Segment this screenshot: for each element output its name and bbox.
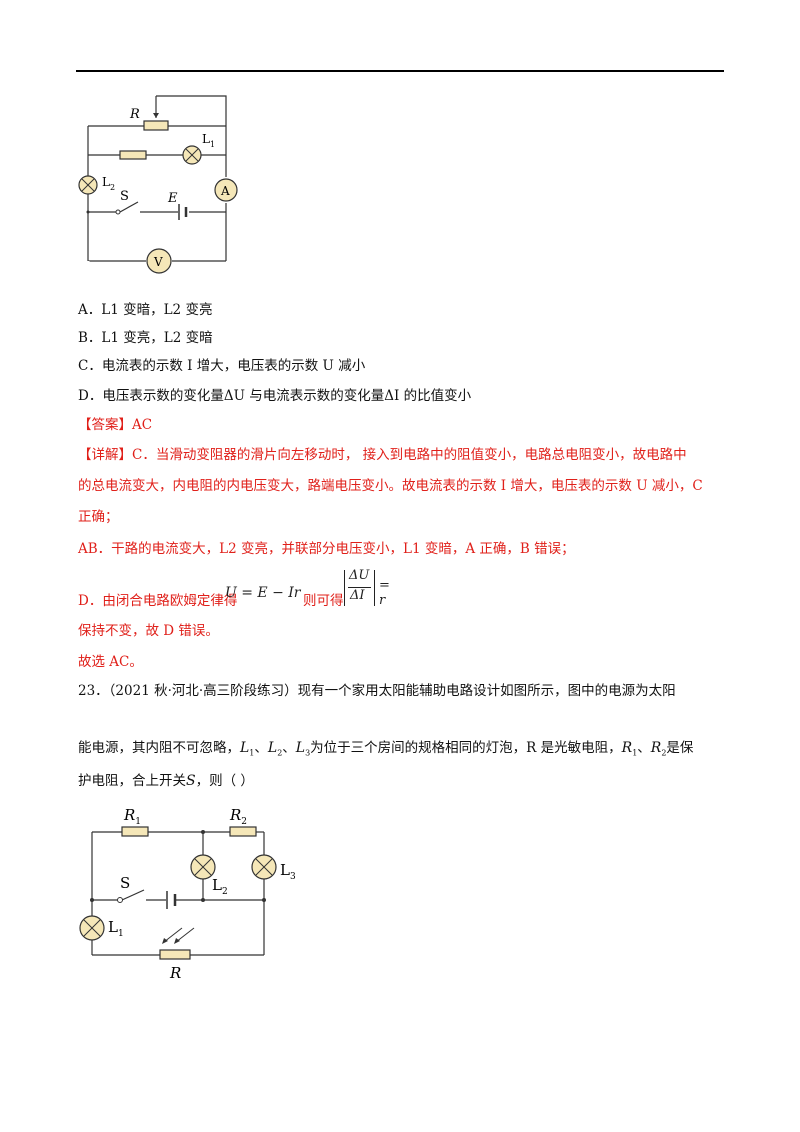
ammeter-icon: [214, 178, 238, 202]
option-b: B．L1 变亮，L2 变暗: [78, 330, 213, 346]
label-l2: L2: [102, 175, 115, 192]
rheostat-r: [143, 120, 169, 131]
resistor-branch: [119, 150, 147, 160]
formula-ratio-den: ΔI: [350, 588, 365, 603]
answer: 【答案】AC: [78, 417, 153, 433]
detail-line-6: 保持不变，故 D 错误。: [78, 623, 219, 639]
label-l1: L1: [202, 132, 215, 149]
q23-line-1: 23．（2021 秋·河北·高三阶段练习）现有一个家用太阳能辅助电路设计如图所示…: [78, 683, 676, 699]
header-rule: [76, 70, 724, 72]
bulb-l1-icon: [182, 145, 202, 165]
bulb-l3-icon: [251, 854, 277, 880]
formula-ratio-num: ΔU: [349, 568, 370, 583]
photoresistor-r-icon: [159, 927, 195, 960]
resistor-r1: [121, 826, 149, 837]
q23-line-3: 护电阻，合上开关S，则（ ）: [78, 773, 254, 789]
label-e: E: [167, 191, 178, 206]
label-r: R: [169, 964, 181, 982]
option-a: A．L1 变暗，L2 变亮: [78, 302, 213, 318]
label-s: S: [120, 874, 130, 892]
resistor-r2: [229, 826, 257, 837]
circuit-diagram-2: R1 R2 S L2 L3 L1 R: [79, 806, 296, 982]
voltmeter-icon: [146, 248, 172, 274]
formula-ohm: U = E − Ir: [225, 585, 301, 601]
label-s: S: [120, 189, 129, 204]
detail-line-1: 【详解】C．当滑动变阻器的滑片向左移动时， 接入到电路中的阻值变小，电路总电阻变…: [78, 447, 687, 463]
detail-line-7: 故选 AC。: [78, 654, 143, 670]
option-d: D．电压表示数的变化量ΔU 与电流表示数的变化量ΔI 的比值变小: [78, 388, 472, 404]
label-v: V: [153, 255, 163, 269]
detail-line-5-mid: 则可得: [303, 593, 344, 609]
label-l2: L2: [212, 876, 228, 897]
bulb-l2-icon: [190, 854, 216, 880]
bulb-l1-icon: [79, 915, 105, 941]
detail-line-3: 正确；: [78, 509, 119, 525]
detail-line-4: AB．干路的电流变大，L2 变亮，并联部分电压变小，L1 变暗，A 正确，B 错…: [78, 541, 575, 557]
q23-line-2: 能电源，其内阻不可忽略，L1、L2、L3为位于三个房间的规格相同的灯泡，R 是光…: [78, 740, 694, 758]
formula-ratio-rhs: = r: [379, 578, 390, 608]
label-r1: R1: [123, 806, 141, 827]
detail-line-2: 的总电流变大，内电阻的内电压变大，路端电压变小。故电流表的示数 I 增大，电压表…: [78, 478, 703, 494]
detail-line-5: D．由闭合电路欧姆定律得: [78, 593, 238, 609]
option-c: C．电流表的示数 I 增大，电压表的示数 U 减小: [78, 358, 366, 374]
formula-ratio: ΔU ΔI = r: [344, 568, 400, 608]
label-r: R: [129, 107, 140, 122]
label-r2: R2: [229, 806, 247, 827]
bulb-l2-icon: [78, 175, 98, 195]
label-l1: L1: [108, 918, 124, 939]
circuit-diagram-1: R L1 L2 S E A V: [78, 95, 238, 278]
label-l3: L3: [280, 861, 296, 882]
label-a: A: [220, 184, 230, 198]
